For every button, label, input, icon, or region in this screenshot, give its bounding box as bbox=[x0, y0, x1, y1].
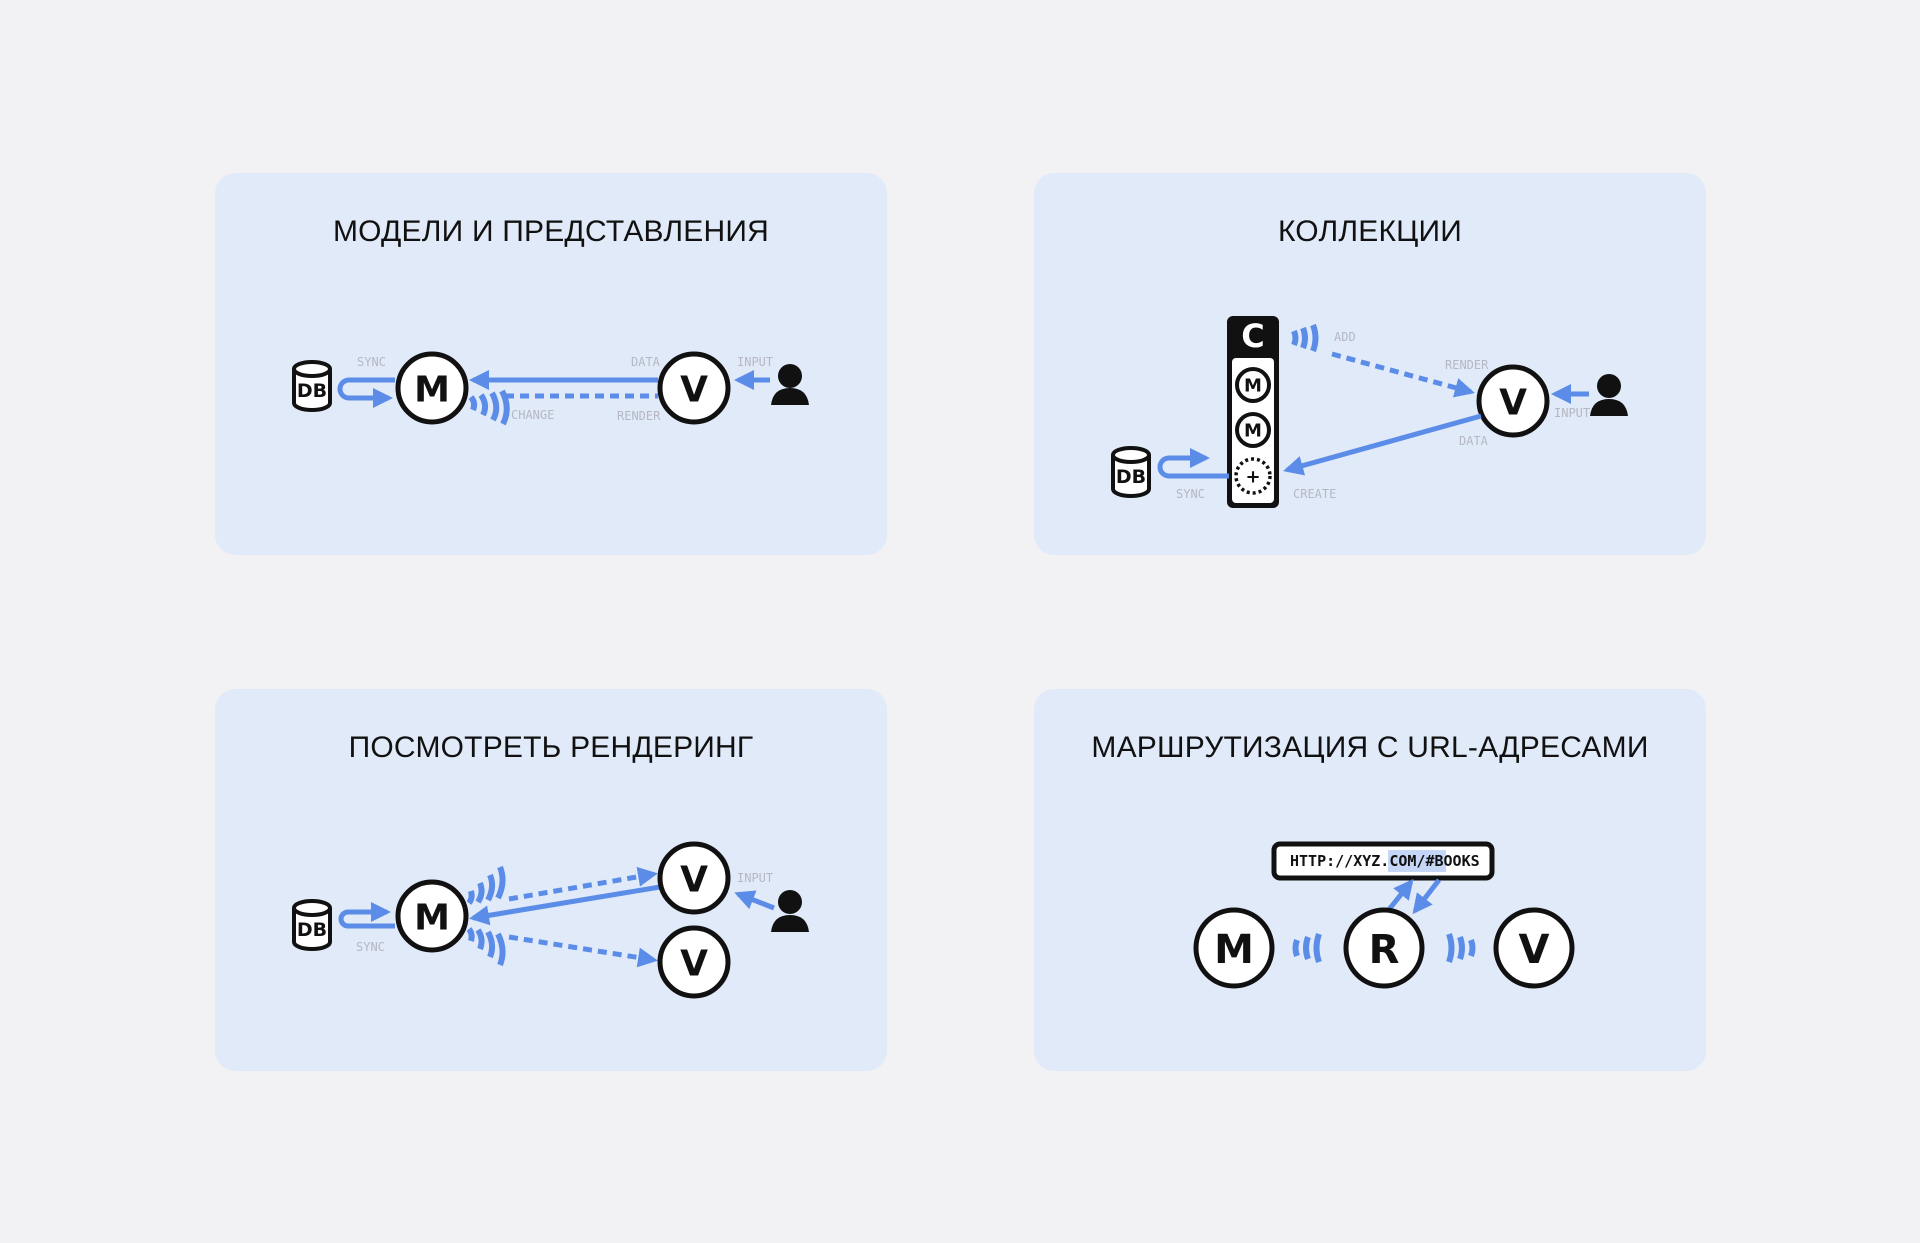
change-event-waves-lower bbox=[466, 927, 506, 967]
add-label: ADD bbox=[1334, 330, 1356, 344]
model-node-1: M bbox=[1235, 367, 1271, 403]
data-arrow bbox=[1283, 413, 1482, 476]
input-label: INPUT bbox=[737, 871, 773, 885]
data-arrow bbox=[469, 884, 661, 926]
view-node: V bbox=[657, 351, 731, 425]
render-arrow-2 bbox=[508, 934, 658, 968]
svg-text:M: M bbox=[1244, 376, 1262, 397]
route-arrow-up bbox=[1385, 878, 1414, 914]
add-event-waves bbox=[1291, 323, 1319, 353]
diagram-url-routing: HTTP://XYZ.COM/#BOOKS M R V bbox=[1193, 841, 1575, 989]
sync-arrow bbox=[338, 902, 395, 929]
change-event-waves bbox=[468, 389, 510, 426]
url-bar: HTTP://XYZ.COM/#BOOKS bbox=[1271, 841, 1495, 881]
data-label: DATA bbox=[631, 355, 661, 369]
render-arrow-1 bbox=[508, 866, 658, 902]
svg-text:M: M bbox=[1244, 421, 1262, 442]
card-title: МОДЕЛИ И ПРЕДСТАВЛЕНИЯ bbox=[332, 215, 770, 248]
collection-label: C bbox=[1241, 317, 1264, 355]
create-label: CREATE bbox=[1293, 487, 1336, 501]
user-icon bbox=[771, 364, 809, 405]
render-label: RENDER bbox=[617, 409, 661, 423]
event-waves-right bbox=[1446, 932, 1476, 964]
url-base: HTTP://XYZ.COM/ bbox=[1290, 852, 1425, 870]
collection-column: C M M + bbox=[1227, 316, 1279, 508]
route-arrow-down bbox=[1412, 878, 1441, 915]
database-icon: DB bbox=[292, 360, 332, 412]
view-node-2: V bbox=[657, 925, 731, 999]
svg-text:M: M bbox=[414, 898, 450, 939]
view-node: V bbox=[1493, 907, 1575, 989]
svg-text:V: V bbox=[1499, 383, 1527, 424]
svg-text:V: V bbox=[680, 860, 708, 901]
model-node: M bbox=[395, 879, 469, 953]
view-node-1: V bbox=[657, 841, 731, 915]
svg-text:V: V bbox=[680, 370, 708, 411]
card-title: МАРШРУТИЗАЦИЯ С URL-АДРЕСАМИ bbox=[1091, 731, 1649, 764]
change-label: CHANGE bbox=[511, 408, 554, 422]
sync-arrow bbox=[337, 377, 395, 408]
diagram-collections: C M M + ADD RENDER V bbox=[1111, 316, 1628, 508]
router-node: R bbox=[1343, 907, 1425, 989]
sync-label: SYNC bbox=[357, 355, 386, 369]
data-label: DATA bbox=[1459, 434, 1489, 448]
sync-label: SYNC bbox=[1176, 487, 1205, 501]
input-label: INPUT bbox=[1554, 406, 1590, 420]
db-label: DB bbox=[1116, 466, 1146, 488]
input-label: INPUT bbox=[737, 355, 773, 369]
user-icon bbox=[771, 890, 809, 932]
model-node: M bbox=[1193, 907, 1275, 989]
user-icon bbox=[1590, 374, 1628, 416]
svg-text:V: V bbox=[1519, 927, 1550, 973]
model-node-2: M bbox=[1235, 412, 1271, 448]
render-label: RENDER bbox=[1445, 358, 1489, 372]
change-event-waves-upper bbox=[466, 865, 506, 905]
svg-text:V: V bbox=[680, 944, 708, 985]
event-waves-left bbox=[1292, 932, 1322, 964]
svg-text:R: R bbox=[1369, 927, 1400, 973]
sync-label: SYNC bbox=[356, 940, 385, 954]
card-title: КОЛЛЕКЦИИ bbox=[1277, 215, 1463, 248]
card-view-rendering: ПОСМОТРЕТЬ РЕНДЕРИНГ DB SYNC M bbox=[215, 689, 887, 1071]
create-model-placeholder: + bbox=[1234, 457, 1272, 495]
diagram-models-views: DB SYNC M CHANGE DATA RENDER V bbox=[292, 351, 809, 426]
card-url-routing: МАРШРУТИЗАЦИЯ С URL-АДРЕСАМИ HTTP://XYZ.… bbox=[1034, 689, 1706, 1071]
db-label: DB bbox=[297, 380, 327, 402]
svg-text:M: M bbox=[414, 370, 450, 411]
database-icon: DB bbox=[292, 899, 332, 951]
diagram-view-rendering: DB SYNC M V V bbox=[292, 841, 809, 999]
database-icon: DB bbox=[1111, 446, 1151, 498]
svg-text:M: M bbox=[1214, 927, 1254, 973]
card-title: ПОСМОТРЕТЬ РЕНДЕРИНГ bbox=[348, 731, 754, 764]
url-hash: #BOOKS bbox=[1425, 852, 1479, 870]
svg-text:+: + bbox=[1245, 467, 1260, 488]
svg-text:HTTP://XYZ.COM/#BOOKS: HTTP://XYZ.COM/#BOOKS bbox=[1290, 852, 1480, 870]
view-node: V bbox=[1476, 364, 1550, 438]
render-arrow bbox=[1331, 351, 1475, 398]
db-label: DB bbox=[297, 919, 327, 941]
sync-arrow bbox=[1157, 448, 1229, 479]
card-models-views: МОДЕЛИ И ПРЕДСТАВЛЕНИЯ DB SYNC M bbox=[215, 173, 887, 555]
card-collections: КОЛЛЕКЦИИ C M M + bbox=[1034, 173, 1706, 555]
model-node: M bbox=[395, 351, 469, 425]
input-arrow bbox=[734, 890, 775, 911]
